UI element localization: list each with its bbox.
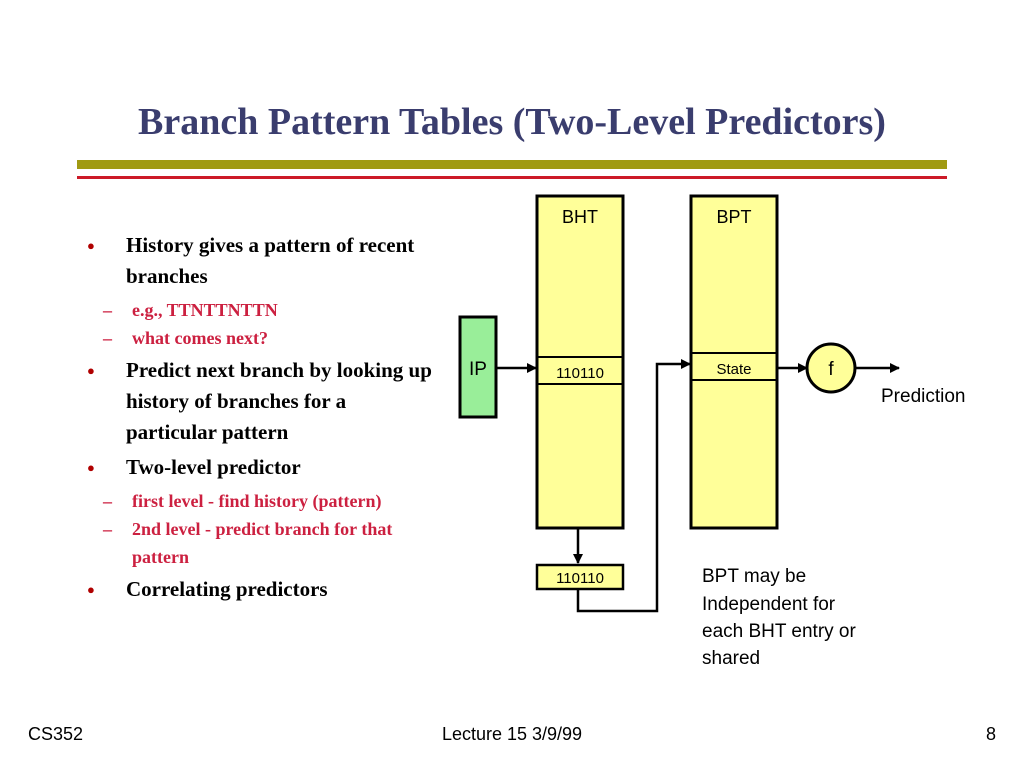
bullet-1: ●History gives a pattern of recent branc…	[87, 230, 432, 292]
footer-lecture: Lecture 15 3/9/99	[441, 724, 583, 744]
bpt-label: BPT	[716, 207, 751, 227]
bullet-dot-icon: ●	[87, 238, 95, 253]
title-rule-olive	[77, 160, 947, 169]
bullet-2: ●Predict next branch by looking up histo…	[87, 355, 432, 448]
dash-icon: –	[103, 328, 112, 348]
footer-course: CS352	[28, 724, 84, 744]
note-line-1: BPT may be	[702, 566, 806, 587]
dash-icon: –	[103, 300, 112, 320]
note-line-4: shared	[702, 648, 760, 669]
bullet-dot-icon: ●	[87, 460, 95, 475]
dash-icon: –	[103, 491, 112, 511]
bht-label: BHT	[562, 207, 598, 227]
prediction-label: Prediction	[881, 386, 966, 407]
bullet-3: ●Two-level predictor	[87, 452, 432, 483]
sub-bullet-3-1: –first level - find history (pattern)	[48, 487, 432, 515]
bpt-entry: State	[716, 361, 751, 378]
sub-bullet-3-2: –2nd level - predict branch for that pat…	[48, 515, 432, 571]
bht-table	[535, 194, 625, 530]
sub-bullet-1-2: –what comes next?	[48, 324, 432, 352]
bullet-dot-icon: ●	[87, 582, 95, 597]
history-copy-label: 110110	[556, 570, 604, 587]
note-line-3: each BHT entry or	[702, 621, 857, 642]
bht-entry: 110110	[556, 365, 604, 382]
history-copy-box	[535, 563, 625, 591]
slide-title: Branch Pattern Tables (Two-Level Predict…	[138, 101, 886, 143]
bullet-4: ●Correlating predictors	[87, 574, 432, 605]
footer-page-number: 8	[985, 724, 996, 744]
note-line-2: Independent for	[702, 594, 836, 615]
history-to-bpt-arrow	[576, 359, 691, 613]
bullet-dot-icon: ●	[87, 363, 95, 378]
title-rule-red	[77, 176, 947, 179]
bullet-list: ●History gives a pattern of recent branc…	[87, 230, 432, 609]
sub-bullet-1-1: –e.g., TTNTTNTTN	[48, 296, 432, 324]
dash-icon: –	[103, 519, 112, 539]
function-label: f	[828, 359, 834, 380]
ip-label: IP	[469, 359, 487, 380]
bpt-table	[689, 194, 779, 530]
